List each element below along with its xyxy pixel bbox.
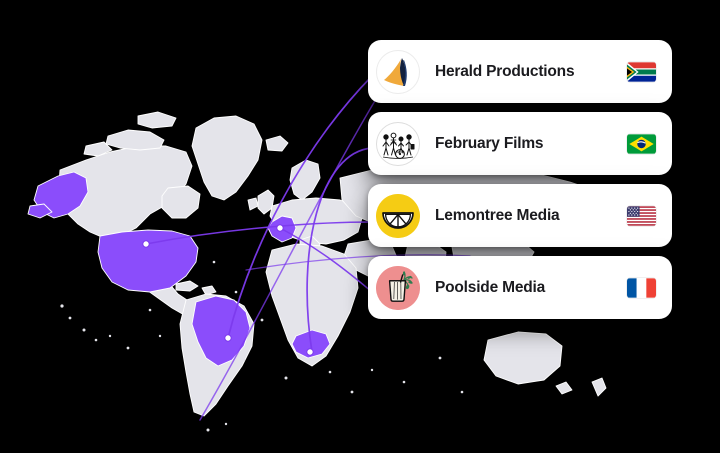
lemontree-lemon-slice-logo-icon — [376, 193, 420, 238]
partner-card-list: Herald Productions — [368, 40, 672, 319]
partner-name: Lemontree Media — [435, 206, 560, 224]
partner-card-poolside-media[interactable]: Poolside Media — [368, 256, 672, 319]
arc-south-africa — [306, 147, 373, 353]
flag-brazil-icon — [627, 133, 656, 154]
flag-france-icon — [627, 277, 656, 298]
country-usa — [97, 229, 199, 293]
arc-decorative — [199, 59, 401, 421]
poolside-drink-glass-logo-icon — [376, 265, 420, 310]
map-connector-arcs — [145, 59, 471, 421]
partner-card-february-films[interactable]: February Films — [368, 112, 672, 175]
marker-france — [276, 224, 284, 232]
marker-south-africa — [306, 348, 314, 356]
partner-name: February Films — [435, 134, 544, 152]
february-people-illustration-logo-icon — [376, 121, 420, 166]
herald-sail-logo-icon — [376, 49, 420, 94]
country-alaska-tail — [27, 203, 53, 219]
partner-card-lemontree-media[interactable]: Lemontree Media — [368, 184, 672, 247]
marker-brazil — [224, 334, 232, 342]
partner-name: Herald Productions — [435, 62, 575, 80]
marker-usa — [142, 240, 150, 248]
partner-card-herald-productions[interactable]: Herald Productions — [368, 40, 672, 103]
arc-decorative-2 — [245, 254, 471, 271]
flag-united-states-icon — [627, 205, 656, 226]
map-city-markers — [142, 224, 314, 356]
partner-name: Poolside Media — [435, 278, 546, 296]
flag-south-africa-icon — [627, 61, 656, 82]
arc-brazil — [227, 75, 373, 339]
